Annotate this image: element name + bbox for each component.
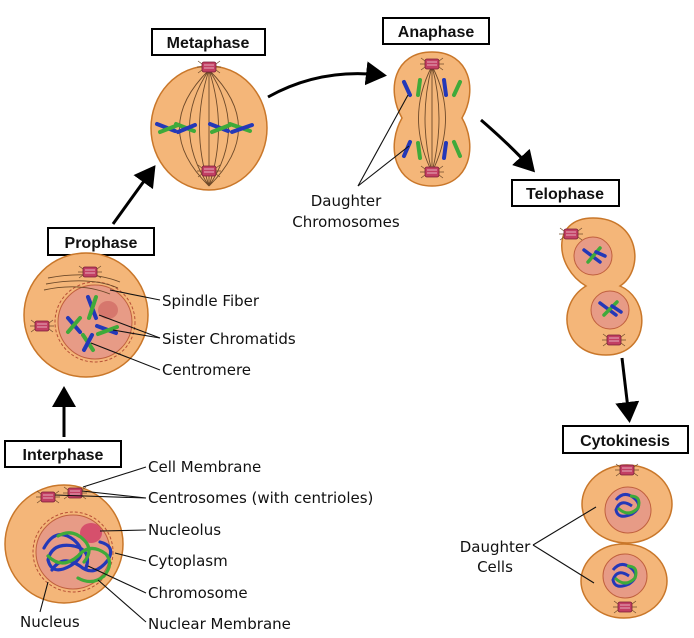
leader-lines (39, 94, 597, 623)
telophase-chromosomes (582, 246, 623, 317)
sister-chromatids-label: Sister Chromatids (162, 330, 296, 348)
cell-membrane-label: Cell Membrane (148, 458, 261, 476)
centrosome-icon (612, 600, 638, 614)
spindle-fiber-label: Spindle Fiber (162, 292, 260, 310)
centrosome-icon (419, 57, 445, 71)
centromere-label: Centromere (162, 361, 251, 379)
daughter-chromosomes-bottom (402, 140, 462, 160)
chromosome-row (155, 122, 254, 134)
centrosome-icon (62, 486, 88, 500)
interphase-label: Interphase (23, 447, 104, 464)
sister-chromatids (66, 295, 119, 352)
anaphase-cell (393, 51, 471, 187)
telophase-cell (558, 217, 643, 356)
chromatin (42, 531, 113, 584)
arrow-prophase-to-metaphase (111, 165, 156, 225)
centrosome-icon (601, 333, 627, 347)
nucleus-label: Nucleus (20, 613, 80, 631)
cytokinesis-label-box: Cytokinesis (562, 425, 689, 454)
daughter-chromosomes-label-1: Daughter (311, 192, 382, 210)
daughter-cell-bottom (580, 543, 668, 619)
daughter-cells-label-1: Daughter (460, 538, 531, 556)
anaphase-label: Anaphase (398, 24, 475, 41)
telophase-label: Telophase (526, 186, 604, 203)
arrow-telophase-to-cytokinesis (615, 357, 640, 423)
centrosome-icon (614, 463, 640, 477)
centrosome-icon (77, 265, 103, 279)
metaphase-label-box: Metaphase (151, 28, 266, 56)
nuclear-membrane-label: Nuclear Membrane (148, 615, 291, 633)
metaphase-label: Metaphase (167, 35, 250, 52)
nucleolus-label: Nucleolus (148, 521, 221, 539)
arrow-metaphase-to-anaphase (267, 61, 387, 99)
daughter-cells-label-2: Cells (477, 558, 513, 576)
centrosome-icon (419, 165, 445, 179)
cytoplasm-label: Cytoplasm (148, 552, 228, 570)
chromosome-label: Chromosome (148, 584, 248, 602)
centrosome-icon (196, 60, 222, 74)
prophase-label: Prophase (65, 235, 138, 252)
metaphase-cell (150, 60, 268, 191)
daughter-cell-top (581, 463, 673, 544)
centrosomes-label: Centrosomes (with centrioles) (148, 489, 373, 507)
prophase-cell (23, 252, 149, 378)
centrosome-icon (196, 164, 222, 178)
prophase-label-box: Prophase (47, 227, 155, 256)
centrosome-icon (558, 227, 584, 241)
centrosome-icon (35, 490, 61, 504)
daughter-chromosomes-label-2: Chromosomes (292, 213, 400, 231)
daughter-chromosomes-top (402, 78, 462, 97)
centrosome-icon (29, 319, 55, 333)
interphase-cell (4, 484, 124, 604)
arrow-anaphase-to-telophase (480, 118, 536, 173)
cytokinesis-label: Cytokinesis (580, 433, 670, 450)
anaphase-label-box: Anaphase (382, 17, 490, 45)
telophase-label-box: Telophase (511, 179, 620, 207)
interphase-label-box: Interphase (4, 440, 122, 468)
